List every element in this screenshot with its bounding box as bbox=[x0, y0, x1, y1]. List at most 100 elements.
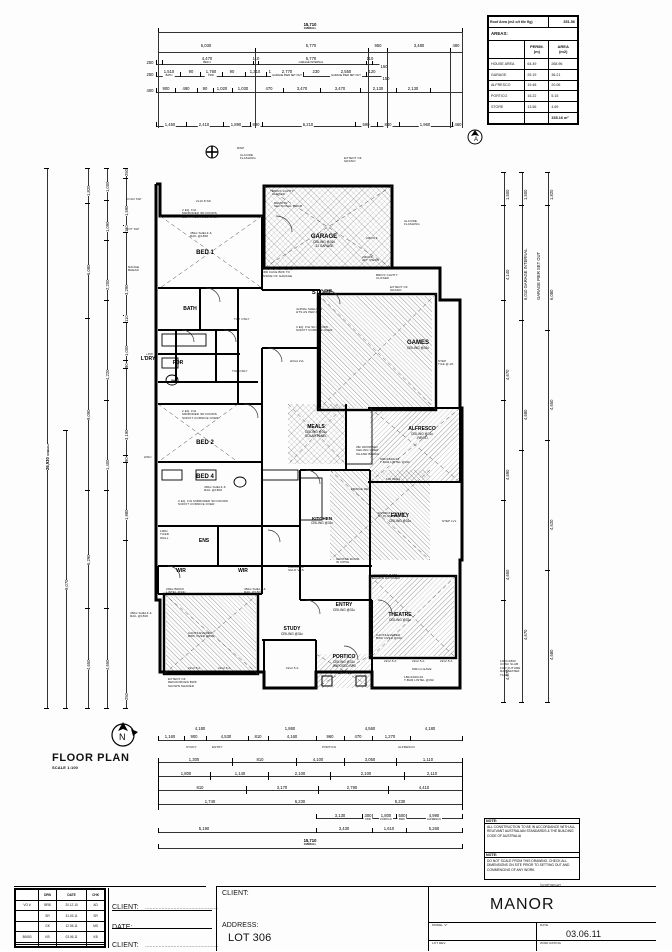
plan-note-step-lvl: STEP LVL bbox=[442, 519, 457, 523]
plan-note-alcore-flashing-2: ALCORE FLASHING bbox=[404, 219, 420, 227]
model-label: MODEL 'V' bbox=[432, 923, 448, 927]
client-field-2[interactable]: CLIENT: ................................… bbox=[112, 934, 218, 952]
room-label-wc: WC bbox=[171, 379, 177, 383]
room-label-bed2: BED 2 bbox=[196, 440, 214, 446]
room-label-portico: PORTICO CEILING @31c -EXPOSED RFD bbox=[332, 654, 356, 668]
dim-bot-r1-2: 4,530 bbox=[219, 734, 233, 739]
note-label-2: NOTE: bbox=[485, 852, 579, 858]
plan-note-dropped-ceiling: 38c DROPPED CEILING OVER ISLAND BENCH bbox=[356, 445, 380, 456]
dim-top-r3-4: 110 bbox=[365, 56, 375, 61]
areas-col-perim: PERIM. (m) bbox=[524, 39, 550, 59]
plan-note-brick-cavity-closer: BRICK CAVITY CLOSER bbox=[272, 189, 294, 197]
r0-vo: VO # bbox=[14, 899, 40, 912]
rev-col-date: DATE bbox=[55, 889, 88, 901]
dim-bot-r3-0: 3,430 bbox=[337, 826, 351, 831]
lot-rev-label: LOT REV. bbox=[432, 941, 447, 945]
dim-top-r5-8: 3,470 bbox=[333, 86, 347, 91]
room-label-study: STUDY CEILING @31c bbox=[280, 626, 304, 636]
dim-top-r3-2: 110 bbox=[251, 56, 261, 61]
plan-note-step-tile: STEP TILE @-20 bbox=[438, 359, 454, 367]
notes-block: NOTE: ALL CONSTRUCTION TO BE IN ACCORDAN… bbox=[484, 818, 580, 880]
plan-note-shelf-rail-3: 450w SHELF & RAIL @1800 bbox=[130, 611, 152, 619]
plan-note-tiled-wall: 100H TILED WALL bbox=[160, 529, 170, 540]
date-field[interactable]: DATE: ..................................… bbox=[112, 916, 212, 934]
dim-top-r6-0: 1,450 bbox=[163, 122, 177, 127]
dim-top-r6-3: 890 bbox=[251, 122, 261, 127]
dim-top-r2-3: 3,480 bbox=[412, 43, 426, 48]
label-rwp: RWP bbox=[237, 146, 245, 150]
dim-top-r5-0: 400 bbox=[145, 88, 155, 93]
plan-note-extent-of-grano-1: EXTENT OF GRANO bbox=[344, 156, 362, 164]
room-label-garage: GARAGE CEILING @31c -31 GARAGE bbox=[310, 234, 338, 248]
plan-note-pave: 26c PAVE bbox=[338, 671, 353, 675]
plan-note-cantilevered-bwk-2: CANTILEVERED BWK OVER @30c bbox=[188, 631, 215, 639]
r1-chk: SR bbox=[86, 910, 105, 922]
room-label-family: FAMILY CEILING @31c bbox=[388, 513, 412, 523]
plan-note-mirrored-sd-doors-1: 2 EQ. F/H MIRRORED SD DOORS SOFFIT CORNI… bbox=[182, 208, 219, 219]
plan-note-extent-of-grano-2: EXTENT OF GRANO bbox=[390, 285, 408, 293]
table-row: GK 12.05.11 MS bbox=[14, 920, 105, 933]
dim-bot-r1-0: 1,160 bbox=[163, 734, 177, 739]
table-row-total: 335.16 m² bbox=[487, 112, 578, 124]
plan-note-shelf-rail-4: 450w SHELF & RAIL @1800 bbox=[244, 587, 266, 595]
room-label-ens: ENS bbox=[198, 538, 210, 544]
dim-top-r2-0: 5,030 bbox=[199, 43, 213, 48]
plan-note-top-only-1: TOP ONLY bbox=[234, 317, 250, 321]
dim-top-r6-1: 2,410 bbox=[197, 122, 211, 127]
areas-title: AREAS: bbox=[488, 26, 578, 41]
r0-date: 20.12.10 bbox=[55, 899, 88, 912]
dim-bot-ex-7: 2,100 bbox=[293, 771, 307, 776]
dim-bot-r4-0: 5,190 bbox=[197, 826, 211, 831]
dim-top-r3-5: 150 bbox=[379, 64, 389, 69]
dim-top-r2-4: 480 bbox=[451, 43, 461, 48]
room-label-kitchen: KITCHEN CEILING @31c bbox=[310, 516, 334, 525]
client-field-1[interactable]: CLIENT: ................................… bbox=[112, 896, 218, 914]
r2-drn: GK bbox=[38, 920, 57, 933]
dim-top-r5-3: 90 bbox=[201, 86, 209, 91]
r2-chk: MS bbox=[86, 920, 105, 933]
plan-note-cantilevered-bwk-1: CANTILEVERED BWK OVER @30c bbox=[376, 633, 403, 641]
table-row: VO # BRB 20.12.10 AD bbox=[14, 899, 105, 912]
rev-col-drn: DRN bbox=[38, 889, 57, 901]
plan-note-eave: 600mm EAVE bbox=[412, 667, 432, 671]
room-label-ldry: L'DRY bbox=[140, 356, 156, 362]
dim-bot-r1-6: 470 bbox=[353, 734, 363, 739]
areas-table: Roof Area (m2 o/t tile flg) 351.56 AREAS… bbox=[487, 15, 579, 125]
address-label: ADDRESS: bbox=[222, 922, 259, 929]
dim-bot-ex-0: 1,300 bbox=[187, 757, 201, 762]
dim-bot-mid-study: STUDY bbox=[186, 745, 197, 749]
detail-marker-icon: A bbox=[466, 128, 486, 146]
dim-top-r4-4: 90 bbox=[228, 69, 236, 74]
r3-chk: KB bbox=[86, 931, 105, 943]
plan-note-reinforced-bwk: EXTENT OF REINFORCED BWK SHOWN SHADED bbox=[168, 677, 197, 688]
plan-note-tbar-lintel-2: 900x1800x10 T-BAR LINTEL @30c bbox=[380, 457, 411, 465]
dim-bot-r1-4: 4,160 bbox=[285, 734, 299, 739]
plan-note-lintel-a3: 22x2.5 A bbox=[286, 666, 299, 670]
r2-vo bbox=[14, 920, 40, 933]
svg-text:N: N bbox=[119, 732, 126, 742]
dim-bot-ex-4: 1,110 bbox=[421, 757, 435, 762]
plan-note-brick-cavity-closer-2: BRICK CAVITY CLOSER bbox=[376, 273, 398, 281]
address-value: LOT 306 bbox=[228, 932, 272, 944]
r2-date: 12.05.11 bbox=[55, 920, 88, 933]
label-fridge-recess: FRIDGE REC. bbox=[351, 487, 372, 491]
label-cold-tap: COLD TAP bbox=[126, 197, 142, 201]
dim-bot-r1b-2: 4,560 bbox=[363, 726, 377, 731]
dim-bot-r3-1: 1,610 bbox=[382, 826, 396, 831]
r1-drn: SR bbox=[38, 910, 57, 922]
room-label-bed1: BED 1 bbox=[196, 250, 214, 256]
room-label-games: GAMES CEILING @31c bbox=[406, 340, 430, 350]
dim-top-r5-1: 900 bbox=[161, 86, 171, 91]
plan-note-aft-piers: 20h/l29 AFT. PIERS bbox=[362, 255, 380, 263]
room-label-pdr: PDR bbox=[172, 360, 184, 366]
plan-note-acoustic-batt: ACOUSTIC BATT SHOWN HATCHED bbox=[372, 573, 400, 581]
dim-bot-r1b-1: 1,860 bbox=[283, 726, 297, 731]
plan-note-lintel-a1: 22x2.5 A bbox=[188, 666, 201, 670]
dim-top-r6-5: 590 bbox=[361, 122, 371, 127]
dim-bot-ex-13: 4,410 bbox=[417, 785, 431, 790]
client-label-1: CLIENT: bbox=[112, 904, 139, 911]
